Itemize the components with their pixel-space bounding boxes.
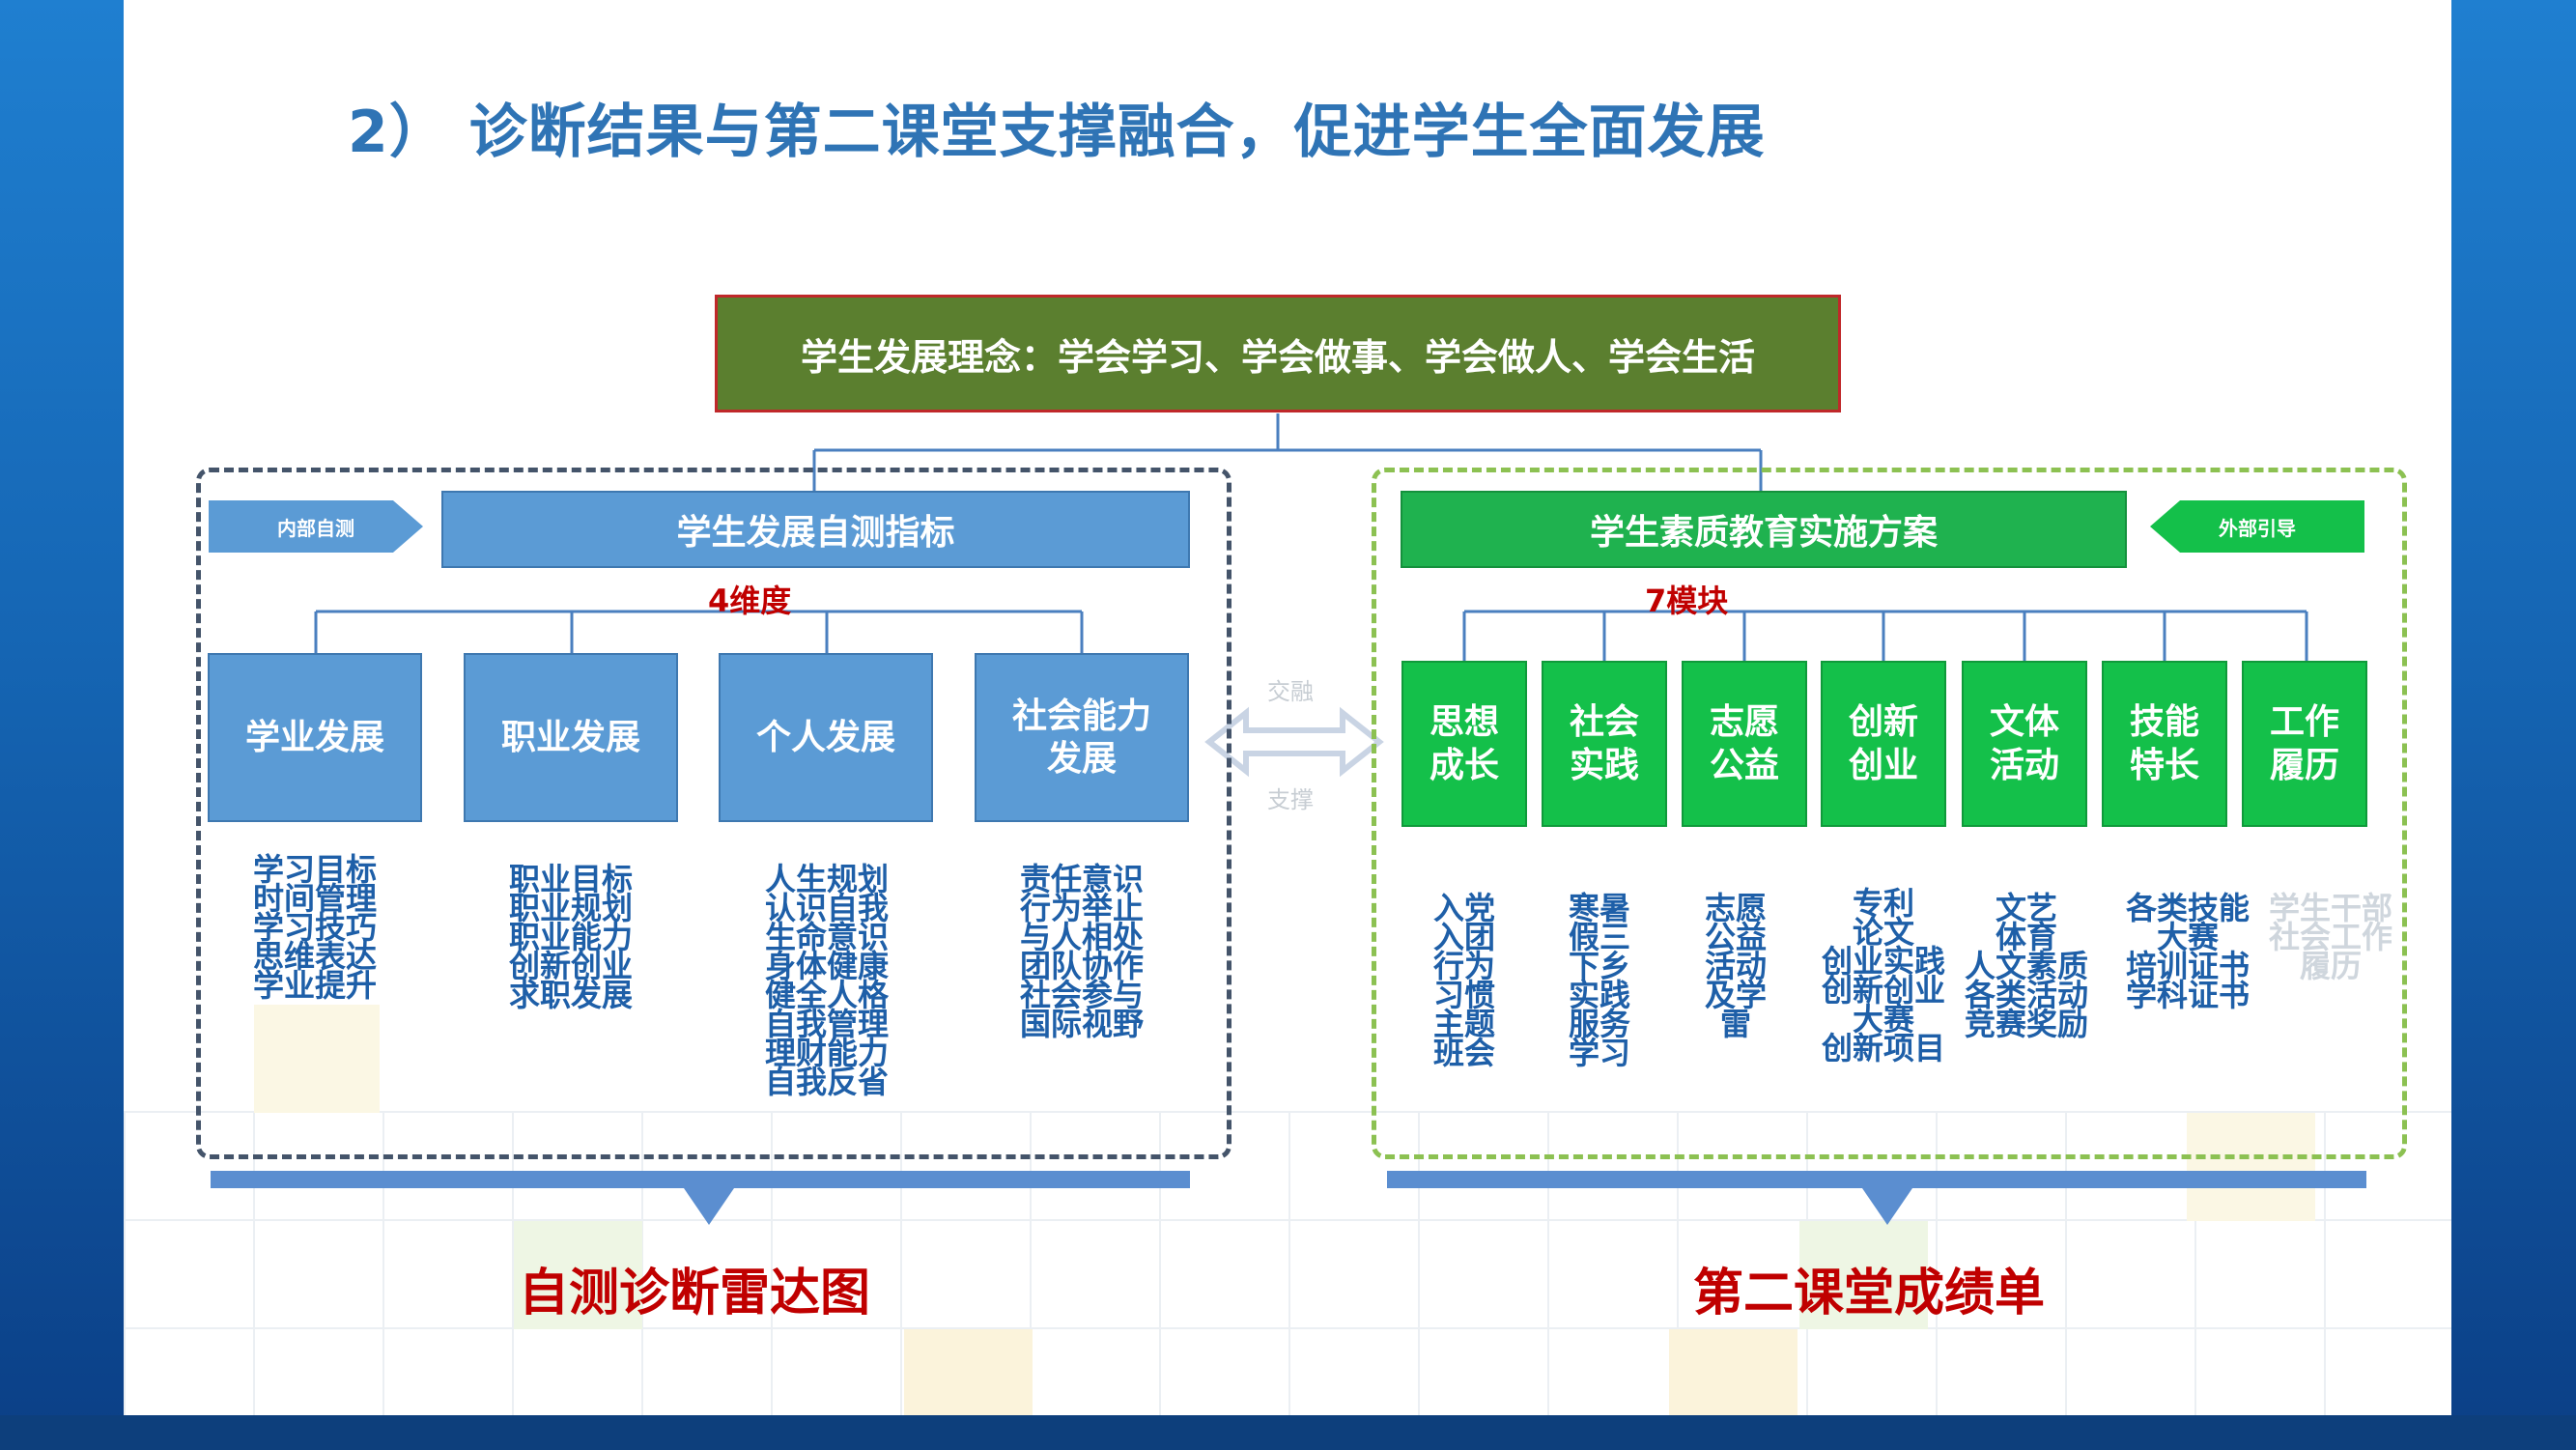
module-card: 思想 成长 (1401, 661, 1527, 827)
right-dashed-group (1372, 468, 2407, 1159)
module-item-list: 各类技能 大赛 培训证书 学科证书 (2125, 890, 2250, 1013)
right-callout-bar (1387, 1171, 2366, 1188)
module-card: 社会 实践 (1542, 661, 1667, 827)
page-title: 2） 诊断结果与第二课堂支撑融合，促进学生全面发展 (348, 99, 1766, 166)
slide-left-margin (0, 0, 124, 1415)
right-header: 学生素质教育实施方案 (1401, 491, 2127, 568)
indicator-list: 人生规划 认识自我 生命意识 身体健康 健全人格 自我管理 理财能力 自我反省 (764, 861, 889, 1100)
background-tile (2187, 1113, 2315, 1221)
module-card: 技能 特长 (2102, 661, 2227, 827)
left-callout-bar (211, 1171, 1190, 1188)
dimension-label: 4维度 (708, 583, 792, 619)
left-output-label: 自测诊断雷达图 (519, 1265, 871, 1322)
concept-box: 学生发展理念：学会学习、学会做事、学会做人、学会生活 (715, 295, 1841, 412)
background-tile (1669, 1329, 1798, 1415)
background-tile (1799, 1221, 1928, 1329)
module-label: 7模块 (1645, 583, 1729, 619)
left-dashed-group (196, 468, 1231, 1159)
dimension-card: 职业发展 (464, 653, 678, 822)
module-item-list: 学生干部 社会工作 履历 (2268, 890, 2392, 984)
background-grid (124, 1111, 2451, 1415)
connector-upper-text: 交融 (1267, 678, 1314, 705)
background-tile (254, 1005, 380, 1113)
module-card: 工作 履历 (2242, 661, 2367, 827)
left-header: 学生发展自测指标 (441, 491, 1190, 568)
module-card: 创新 创业 (1821, 661, 1946, 827)
dimension-card: 社会能力 发展 (975, 653, 1189, 822)
background-tile (514, 1221, 642, 1329)
background-tile (904, 1329, 1033, 1415)
module-card: 志愿 公益 (1682, 661, 1807, 827)
left-side-tag: 内部自测 (209, 500, 423, 553)
indicator-list: 学习目标 时间管理 学习技巧 思维表达 学业提升 (252, 851, 377, 1004)
indicator-list: 职业目标 职业规划 职业能力 创新创业 求职发展 (508, 861, 633, 1013)
dimension-card: 个人发展 (719, 653, 933, 822)
indicator-list: 责任意识 行为举止 与人相处 团队协作 社会参与 国际视野 (1019, 861, 1144, 1042)
module-card: 文体 活动 (1962, 661, 2087, 827)
module-item-list: 入党 入团 行为 习惯 主题 班会 (1432, 890, 1495, 1071)
right-output-label: 第二课堂成绩单 (1693, 1265, 2046, 1322)
module-item-list: 专利 论文 创业实践 创新创业 大赛 创新项目 (1821, 885, 1945, 1066)
bottom-band (0, 1415, 2576, 1450)
dimension-card: 学业发展 (208, 653, 422, 822)
connector-lower-text: 支撑 (1267, 786, 1314, 813)
right-side-tag: 外部引导 (2150, 500, 2364, 553)
module-item-list: 志愿 公益 活动 及学 雷 (1704, 890, 1767, 1042)
module-item-list: 文艺 体育 人文素质 各类活动 竞赛奖励 (1964, 890, 2088, 1042)
module-item-list: 寒暑 假三 下乡 实践 服务 学习 (1568, 890, 1630, 1071)
